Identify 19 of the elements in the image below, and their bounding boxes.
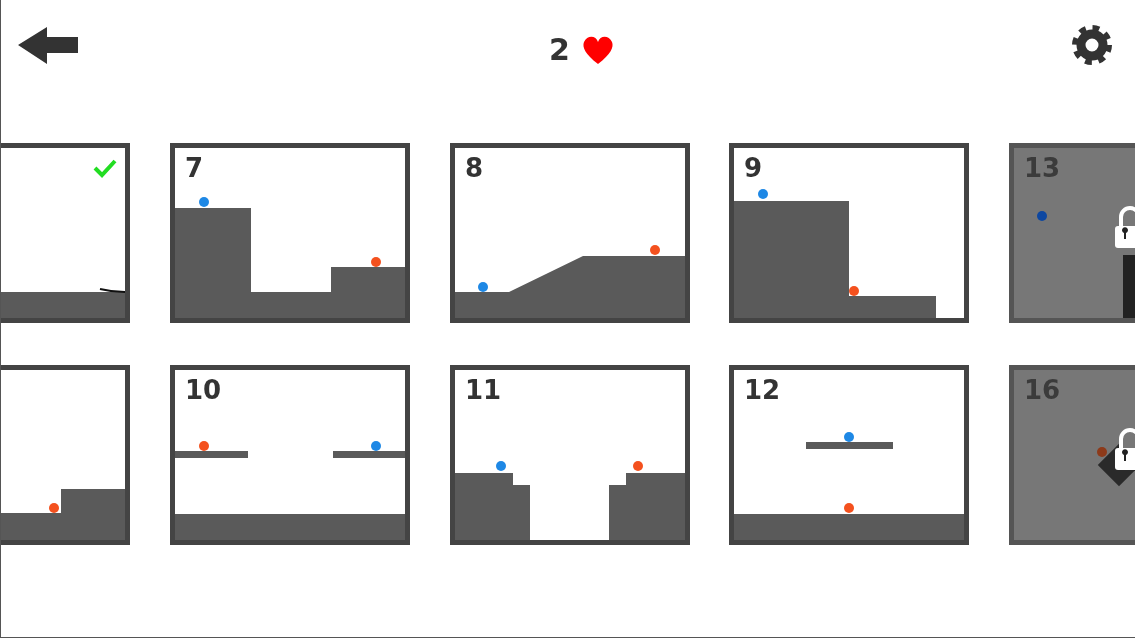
level-number: 16 bbox=[1024, 375, 1061, 407]
level-number: 8 bbox=[465, 153, 484, 185]
level-number: 9 bbox=[744, 153, 763, 185]
level-tile bbox=[450, 365, 690, 545]
level-number: 11 bbox=[465, 375, 502, 407]
level-number: 12 bbox=[744, 375, 781, 407]
level-tile bbox=[450, 143, 690, 323]
level-tile bbox=[170, 143, 410, 323]
level-tile bbox=[170, 365, 410, 545]
level-number: 13 bbox=[1024, 153, 1061, 185]
level-tile bbox=[1, 365, 130, 545]
level-tile bbox=[729, 143, 969, 323]
level-tile bbox=[1009, 143, 1135, 323]
level-number: 7 bbox=[185, 153, 204, 185]
level-tile bbox=[729, 365, 969, 545]
level-number: 10 bbox=[185, 375, 222, 407]
lives-count: 2 bbox=[549, 35, 570, 65]
level-tile bbox=[1009, 365, 1135, 545]
level-tile bbox=[1, 143, 130, 323]
